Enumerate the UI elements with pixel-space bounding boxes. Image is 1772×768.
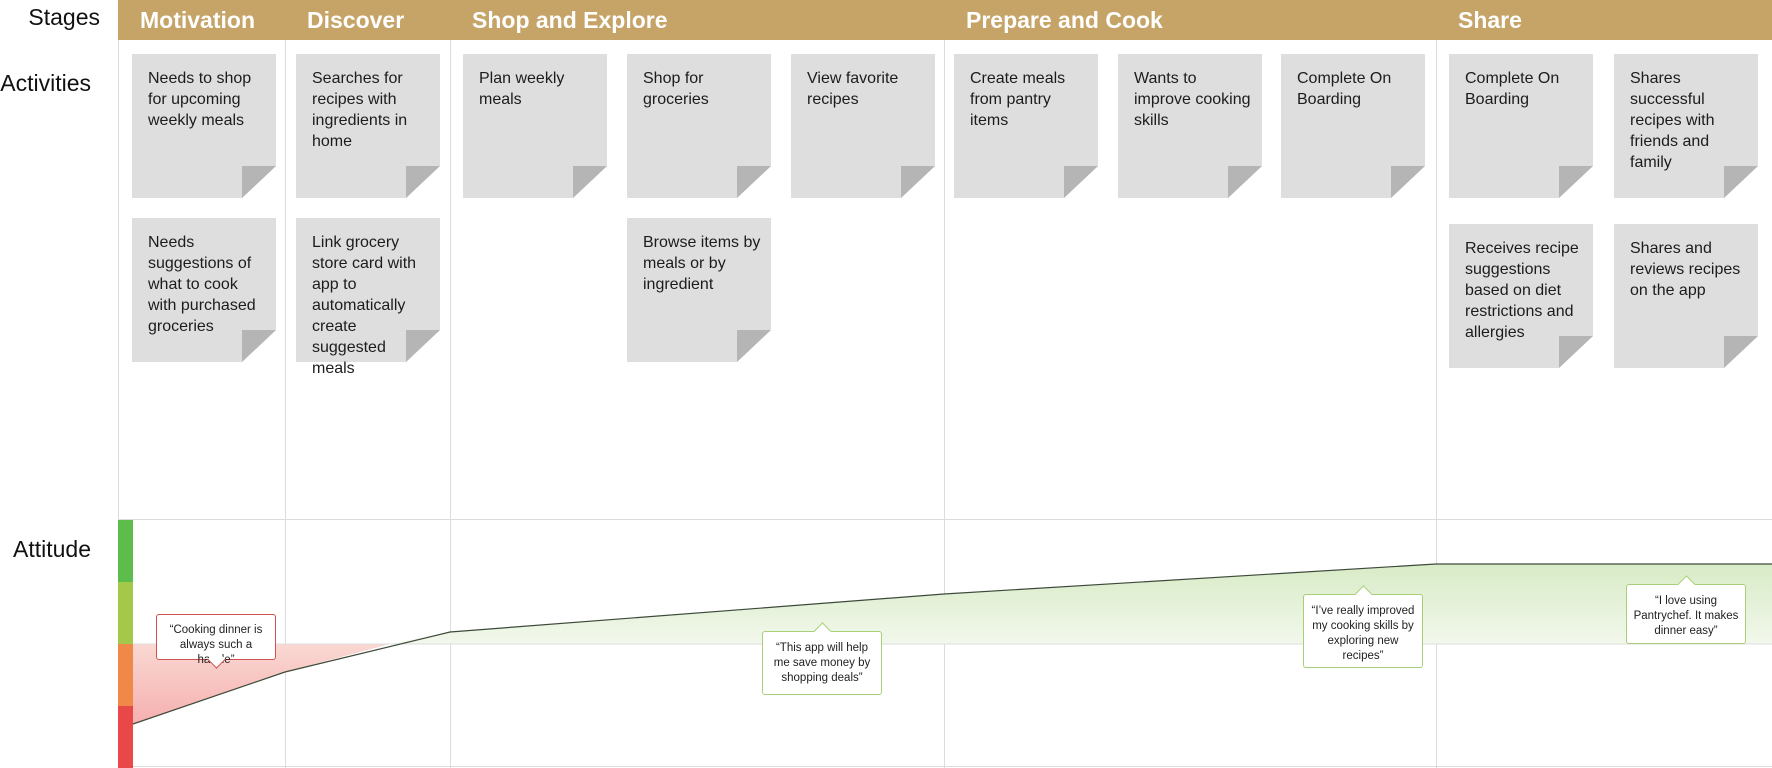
activity-note[interactable]: View favorite recipes: [791, 54, 935, 198]
activity-note[interactable]: Receives recipe suggestions based on die…: [1449, 224, 1593, 368]
stage-shop-and-explore[interactable]: Shop and Explore: [472, 7, 668, 33]
activity-note[interactable]: Complete On Boarding: [1281, 54, 1425, 198]
activity-text: Link grocery store card with app to auto…: [312, 234, 417, 377]
activity-text: Shop for groceries: [643, 70, 709, 108]
page-fold-icon: [1559, 336, 1593, 368]
grid-divider: [944, 0, 945, 768]
page-fold-icon: [1228, 166, 1262, 198]
activity-text: Shares and reviews recipes on the app: [1630, 240, 1741, 299]
row-label-stages: Stages: [28, 4, 100, 30]
activity-note[interactable]: Shares and reviews recipes on the app: [1614, 224, 1758, 368]
activity-note[interactable]: Needs to shop for upcoming weekly meals: [132, 54, 276, 198]
activity-text: View favorite recipes: [807, 70, 899, 108]
grid-divider: [118, 0, 119, 768]
row-label-attitude: Attitude: [13, 536, 91, 562]
attitude-level-very-negative: [118, 706, 133, 768]
activity-note[interactable]: Shares successful recipes with friends a…: [1614, 54, 1758, 198]
stage-prepare-and-cook[interactable]: Prepare and Cook: [966, 7, 1163, 33]
page-fold-icon: [901, 166, 935, 198]
stage-motivation[interactable]: Motivation: [140, 7, 255, 33]
attitude-level-negative: [118, 644, 133, 706]
activity-text: Wants to improve cooking skills: [1134, 70, 1251, 129]
page-fold-icon: [1064, 166, 1098, 198]
quote-text: “This app will help me save money by sho…: [773, 642, 871, 684]
page-fold-icon: [406, 330, 440, 362]
row-label-activities: Activities: [0, 70, 91, 96]
page-fold-icon: [1391, 166, 1425, 198]
activity-note[interactable]: Browse items by meals or by ingredient: [627, 218, 771, 362]
page-fold-icon: [406, 166, 440, 198]
activity-note[interactable]: Plan weekly meals: [463, 54, 607, 198]
quote-text: “I’ve really improved my cooking skills …: [1311, 605, 1415, 662]
activity-text: Receives recipe suggestions based on die…: [1465, 240, 1579, 341]
activity-note[interactable]: Searches for recipes with ingredients in…: [296, 54, 440, 198]
activity-text: Searches for recipes with ingredients in…: [312, 70, 408, 150]
quote-callout: “I’ve really improved my cooking skills …: [1303, 585, 1423, 668]
page-fold-icon: [1724, 336, 1758, 368]
page-fold-icon: [573, 166, 607, 198]
activity-note[interactable]: Complete On Boarding: [1449, 54, 1593, 198]
activity-text: Needs to shop for upcoming weekly meals: [148, 70, 252, 129]
activity-note[interactable]: Shop for groceries: [627, 54, 771, 198]
page-fold-icon: [737, 166, 771, 198]
activity-text: Browse items by meals or by ingredient: [643, 234, 761, 293]
attitude-line: [132, 563, 1772, 725]
activity-note[interactable]: Create meals from pantry items: [954, 54, 1098, 198]
page-fold-icon: [242, 330, 276, 362]
stage-bar: [118, 0, 1772, 40]
activity-text: Plan weekly meals: [479, 70, 565, 108]
activity-note[interactable]: Wants to improve cooking skills: [1118, 54, 1262, 198]
negative-area: [133, 644, 390, 724]
stage-share[interactable]: Share: [1458, 7, 1522, 33]
positive-area: [390, 564, 1772, 644]
activity-note[interactable]: Link grocery store card with app to auto…: [296, 218, 440, 377]
attitude-level-very-positive: [118, 520, 133, 582]
quote-callout: “Cooking dinner is always such a hassle”: [156, 614, 276, 669]
activity-text: Needs suggestions of what to cook with p…: [148, 234, 256, 335]
page-fold-icon: [1559, 166, 1593, 198]
activity-text: Shares successful recipes with friends a…: [1630, 70, 1715, 171]
page-fold-icon: [737, 330, 771, 362]
activity-note[interactable]: Needs suggestions of what to cook with p…: [132, 218, 276, 362]
page-fold-icon: [242, 166, 276, 198]
activity-text: Complete On Boarding: [1465, 70, 1560, 108]
grid-divider: [450, 0, 451, 768]
quote-text: “I love using Pantrychef. It makes dinne…: [1633, 595, 1739, 637]
activity-text: Complete On Boarding: [1297, 70, 1392, 108]
quote-callout: “I love using Pantrychef. It makes dinne…: [1626, 575, 1746, 644]
stage-discover[interactable]: Discover: [307, 7, 405, 33]
activity-text: Create meals from pantry items: [970, 70, 1066, 129]
quote-callout: “This app will help me save money by sho…: [762, 622, 882, 695]
grid-divider: [1436, 0, 1437, 768]
bottom-border: [118, 766, 1772, 767]
page-fold-icon: [1724, 166, 1758, 198]
section-divider: [118, 519, 1772, 520]
attitude-level-positive: [118, 582, 133, 644]
grid-divider: [285, 0, 286, 768]
